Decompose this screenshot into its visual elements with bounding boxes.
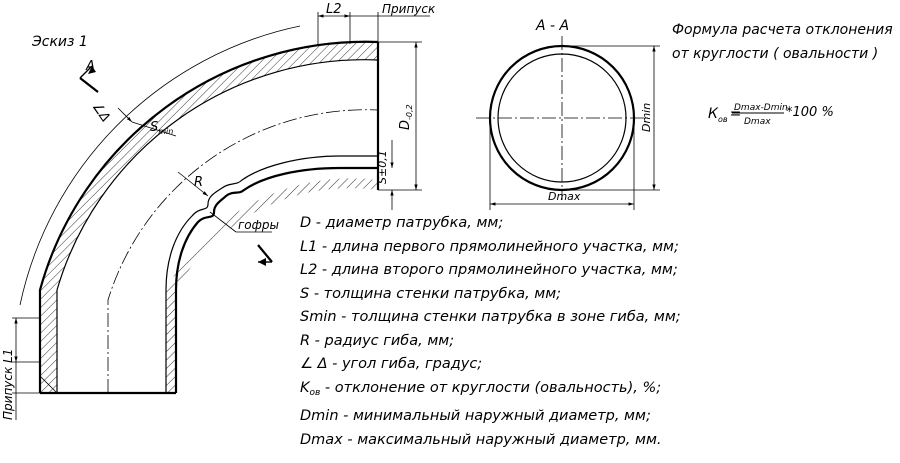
legend-item: Smin - толщина стенки патрубка в зоне ги… — [300, 309, 681, 325]
sketch-title: Эскиз 1 — [31, 34, 88, 50]
legend-k-sub: ов — [309, 387, 321, 398]
section-mark-top: А ∠Δ — [79, 59, 113, 125]
legend-item: L1 - длина первого прямолинейного участк… — [300, 238, 679, 255]
legend-list: D - диаметр патрубка, мм; L1 - длина пер… — [300, 212, 681, 452]
section-a-top-label: А — [85, 59, 95, 74]
legend-item: ∠ Δ - угол гиба, градус; — [300, 356, 483, 372]
legend-item: L2 - длина второго прямолинейного участк… — [300, 262, 678, 278]
legend-k: K — [300, 379, 310, 396]
legend-k-text: - отклонение от круглости (овальность), … — [320, 379, 662, 396]
legend-item: D - диаметр патрубка, мм; — [300, 215, 504, 231]
corrugation-callout: гофры — [209, 211, 279, 233]
formula-block: Формула расчета отклонения от круглости … — [672, 22, 893, 127]
dmin-label: Dmin — [640, 103, 653, 132]
svg-text:Smin: Smin — [150, 120, 173, 136]
section-mark-bottom — [257, 244, 273, 266]
bend-angle-arc — [19, 25, 301, 306]
radius-callout: R — [177, 171, 209, 197]
gofry-label: гофры — [238, 218, 279, 232]
legend-item: S - толщина стенки патрубка, мм; — [300, 285, 562, 302]
section-title: А - А — [535, 18, 569, 34]
smin-label: S — [150, 120, 158, 135]
l2-label: L2 — [326, 2, 342, 17]
legend-item-kov: Kов - отклонение от круглости (овальност… — [300, 377, 681, 406]
pripusk-l1-label: Припуск L1 — [1, 349, 15, 420]
angle-label: ∠Δ — [89, 100, 113, 125]
formula-denominator: Dmax — [744, 117, 771, 127]
r-label: R — [194, 175, 203, 190]
dmax-label: Dmax — [548, 190, 581, 203]
pripusk-top-label: Припуск — [382, 2, 436, 16]
cross-section: А - А Dmin Dmax — [476, 18, 660, 210]
legend-item: Dmax - максимальный наружный диаметр, мм… — [300, 431, 662, 448]
formula-suffix: *100 % — [786, 105, 834, 120]
d-dimension: D-0,2 — [378, 41, 422, 191]
l2-dimension: L2 Припуск — [317, 2, 436, 44]
legend-item: R - радиус гиба, мм; — [300, 332, 455, 349]
formula-title-line2: от круглости ( овальности ) — [672, 46, 878, 62]
formula-k: К — [708, 106, 719, 122]
formula-title-line1: Формула расчета отклонения — [672, 22, 893, 38]
s-dimension: S±0,1 — [376, 140, 394, 210]
legend-item: Dmin - минимальный наружный диаметр, мм; — [300, 408, 651, 424]
d-label: D — [398, 120, 413, 130]
s-label: S±0,1 — [376, 150, 389, 184]
formula-numerator: Dmax-Dmin — [734, 103, 788, 113]
pipe-elbow — [38, 40, 380, 395]
svg-text:D-0,2: D-0,2 — [398, 104, 414, 130]
l1-dimension: Припуск L1 — [1, 317, 40, 420]
svg-text:Ков=: Ков= — [708, 106, 741, 124]
smin-callout: Smin — [117, 107, 177, 137]
